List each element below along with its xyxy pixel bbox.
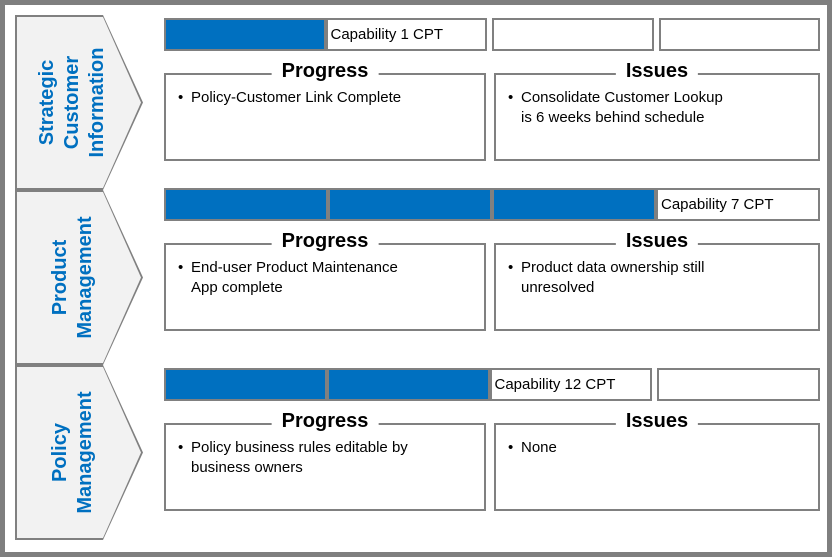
bar-cell-label: Capability 1 CPT	[325, 18, 487, 51]
progress-item-text: Policy-Customer Link Complete	[191, 89, 402, 106]
section-policy-management: Capability 12 CPT Progress • Policy busines…	[164, 368, 820, 514]
progress-box-title: Progress	[271, 410, 379, 432]
bar-cell-filled	[164, 18, 326, 51]
bullet-dot: •	[178, 439, 184, 456]
progress-box-title: Progress	[271, 230, 379, 252]
section-product-management: Capability 7 CPT Progress • End-user Produc…	[164, 188, 820, 334]
issues-item-list: • Consolidate Customer Lookup is 6 weeks …	[496, 75, 818, 128]
bar-cell-filled	[492, 188, 656, 221]
bullet-dot: •	[508, 439, 514, 456]
capability-bar-row: Capability 1 CPT	[164, 18, 820, 51]
progress-box: Progress • Policy-Customer Link Complete	[164, 60, 486, 161]
nav-chevron-policy-management: Policy Management	[15, 365, 143, 540]
capability-label: Capability 7 CPT	[661, 196, 774, 213]
bar-cell-empty	[658, 18, 820, 51]
bar-cell-label: Capability 7 CPT	[656, 188, 820, 221]
bar-cell-empty	[657, 368, 820, 401]
issues-item-list: • Product data ownership still unresolved	[496, 245, 818, 298]
nav-chevron-label: Product Management	[48, 216, 96, 339]
progress-box-title: Progress	[271, 60, 379, 82]
issues-item: • None	[508, 438, 810, 458]
issues-box-title: Issues	[615, 230, 699, 252]
bar-cell-filled	[326, 368, 490, 401]
issues-item-list: • None	[496, 425, 818, 458]
progress-item: • End-user Product Maintenance App comple…	[178, 258, 476, 298]
nav-chevron-label: Strategic Customer Information	[36, 47, 108, 158]
bar-cell-label: Capability 12 CPT	[489, 368, 653, 401]
issues-box: Issues • Consolidate Customer Lookup is 6 …	[494, 60, 820, 161]
progress-item-list: • Policy business rules editable by busin…	[166, 425, 484, 478]
issues-item: • Consolidate Customer Lookup is 6 weeks …	[508, 88, 810, 128]
nav-chevron-product-management: Product Management	[15, 190, 143, 365]
nav-chevron-label: Policy Management	[48, 391, 96, 514]
bar-cell-empty	[492, 18, 654, 51]
issues-box-title: Issues	[615, 60, 699, 82]
sections-column: Capability 1 CPT Progress • Policy-Customer…	[164, 5, 820, 552]
bullet-dot: •	[508, 89, 514, 106]
nav-chevron-strategic-customer-information: Strategic Customer Information	[15, 15, 143, 190]
progress-item-text: Policy business rules editable by busine…	[191, 439, 408, 476]
progress-item-list: • End-user Product Maintenance App comple…	[166, 245, 484, 298]
bullet-dot: •	[178, 89, 184, 106]
bar-cell-filled	[164, 368, 327, 401]
issues-item-text: Product data ownership still unresolved	[521, 259, 705, 296]
bullet-dot: •	[508, 259, 514, 276]
issues-box: Issues • Product data ownership still unre…	[494, 230, 820, 331]
section-strategic-customer-information: Capability 1 CPT Progress • Policy-Customer…	[164, 18, 820, 164]
progress-item: • Policy-Customer Link Complete	[178, 88, 476, 108]
capability-bar-row: Capability 12 CPT	[164, 368, 820, 401]
progress-item: • Policy business rules editable by busin…	[178, 438, 476, 478]
issues-item: • Product data ownership still unresolved	[508, 258, 810, 298]
issues-item-text: Consolidate Customer Lookup is 6 weeks b…	[521, 89, 723, 126]
capability-bar-row: Capability 7 CPT	[164, 188, 820, 221]
issues-box: Issues • None	[494, 410, 820, 511]
progress-item-list: • Policy-Customer Link Complete	[166, 75, 484, 108]
bullet-dot: •	[178, 259, 184, 276]
issues-box-title: Issues	[615, 410, 699, 432]
progress-box: Progress • End-user Product Maintenance Ap…	[164, 230, 486, 331]
issues-item-text: None	[521, 439, 557, 456]
status-boxes-row: Progress • End-user Product Maintenance Ap…	[164, 230, 820, 331]
status-boxes-row: Progress • Policy-Customer Link Complete Is…	[164, 60, 820, 161]
bar-cell-filled	[164, 188, 328, 221]
status-boxes-row: Progress • Policy business rules editable …	[164, 410, 820, 511]
progress-box: Progress • Policy business rules editable …	[164, 410, 486, 511]
capability-label: Capability 1 CPT	[330, 26, 444, 43]
progress-item-text: End-user Product Maintenance App complet…	[191, 259, 398, 296]
bar-cell-filled	[328, 188, 492, 221]
capability-label: Capability 12 CPT	[494, 376, 616, 393]
